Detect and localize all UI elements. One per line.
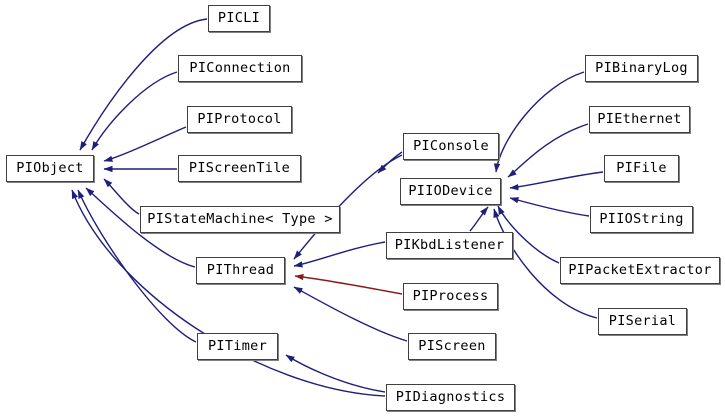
class-node-label: PIStateMachine< Type > [147,210,333,227]
class-node-pitimer[interactable]: PITimer [197,333,278,360]
class-node-pibinarylog[interactable]: PIBinaryLog [585,55,698,82]
class-node-label: PIConsole [413,137,489,154]
edge-piprotocol-to-piobject [103,126,187,162]
class-node-piethernet[interactable]: PIEthernet [589,106,690,133]
class-node-piconnection[interactable]: PIConnection [178,55,302,82]
edge-pitimer-to-piobject [77,189,197,343]
edge-pithread-to-piobject [85,187,196,268]
edge-piprocess-to-pithread [294,273,403,295]
class-node-label: PIFile [616,159,667,176]
edge-piserial-to-piiodevice [493,208,598,319]
class-node-label: PICLI [217,9,261,26]
class-node-label: PIThread [206,261,275,278]
edge-pikbdlistener-to-piiodevice [469,206,489,232]
class-node-pidiagnostics[interactable]: PIDiagnostics [386,384,515,411]
class-node-picli[interactable]: PICLI [208,5,270,32]
class-node-piobject[interactable]: PIObject [6,155,94,182]
class-node-piconsole[interactable]: PIConsole [403,133,499,160]
class-node-piserial[interactable]: PISerial [598,308,687,335]
class-node-label: PIIODevice [408,182,493,199]
class-node-label: PIProtocol [197,110,282,127]
class-node-label: PIEthernet [597,110,682,127]
class-node-label: PIIOString [599,210,684,227]
class-node-label: PIBinaryLog [595,59,688,76]
class-node-label: PIScreen [418,337,486,354]
edge-piconnection-to-piobject [91,71,178,151]
class-node-label: PIObject [16,159,84,176]
edge-piiostring-to-piiodevice [509,197,590,217]
class-node-piscreentile[interactable]: PIScreenTile [178,155,301,182]
class-node-piprotocol[interactable]: PIProtocol [187,106,292,133]
class-node-pistatemachine[interactable]: PIStateMachine< Type > [140,206,340,233]
class-node-pifile[interactable]: PIFile [604,155,679,182]
class-node-label: PISerial [608,312,677,329]
class-node-piscreen[interactable]: PIScreen [408,333,496,360]
class-node-label: PIScreenTile [188,159,291,176]
edge-pistatemachine-to-piobject [103,178,140,215]
edge-pidiagnostics-to-piobject [71,189,386,397]
edge-pidiagnostics-to-pitimer [285,354,386,393]
edge-pifile-to-piiodevice [509,171,604,191]
edge-pipacketextractor-to-piiodevice [497,205,560,264]
class-node-piiostring[interactable]: PIIOString [590,206,693,233]
class-node-piprocess[interactable]: PIProcess [403,283,498,310]
class-node-pipacketextractor[interactable]: PIPacketExtractor [560,257,720,284]
class-node-piiodevice[interactable]: PIIODevice [400,178,501,205]
edge-picli-to-piobject [79,18,208,151]
class-node-label: PIProcess [412,287,489,304]
class-node-label: PIDiagnostics [395,388,506,405]
class-node-label: PIPacketExtractor [568,261,712,278]
edge-pibinarylog-to-piiodevice [493,71,585,173]
class-node-pithread[interactable]: PIThread [196,257,285,284]
edge-piscreen-to-pithread [293,286,408,342]
class-node-label: PIKbdListener [394,236,505,253]
class-node-label: PITimer [208,337,267,354]
class-node-label: PIConnection [189,59,291,76]
edge-pikbdlistener-to-pithread [293,241,386,268]
edge-piethernet-to-piiodevice [507,123,589,178]
class-node-pikbdlistener[interactable]: PIKbdListener [386,232,513,259]
